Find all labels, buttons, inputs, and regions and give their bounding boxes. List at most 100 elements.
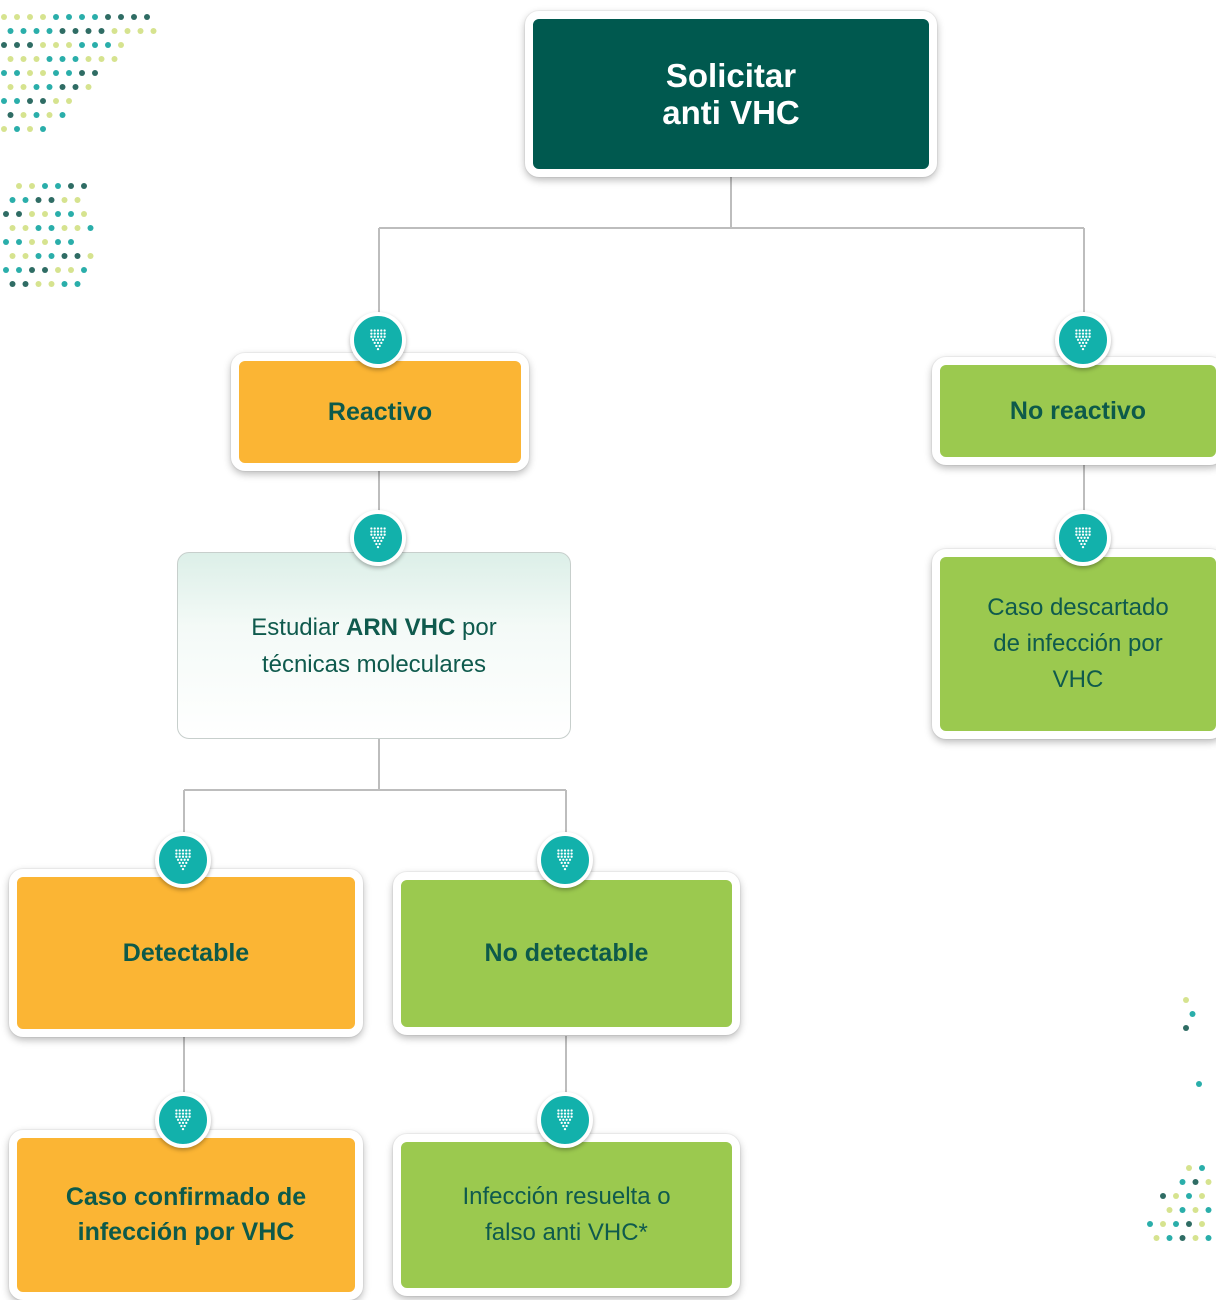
root-line-2: anti VHC: [662, 94, 800, 131]
decor-dot: [150, 28, 157, 34]
decor-dot: [9, 225, 16, 231]
dot-matrix-heart-icon: [350, 312, 406, 368]
decor-dot: [55, 239, 61, 245]
decor-dot: [55, 211, 61, 217]
decor-dot: [35, 197, 42, 203]
decor-dot: [111, 56, 118, 62]
decor-dot: [22, 253, 29, 259]
decor-dot: [48, 281, 55, 287]
confirmed-line-2: infección por VHC: [77, 1218, 295, 1246]
decor-dot: [92, 70, 98, 76]
decor-dot: [111, 28, 118, 34]
decor-dot: [87, 225, 94, 231]
decor-dot: [1183, 997, 1189, 1003]
decor-dot: [48, 197, 55, 203]
detectable-label: Detectable: [122, 938, 250, 967]
decor-dot: [29, 211, 35, 217]
decor-dot: [87, 253, 94, 259]
decor-dot: [9, 197, 16, 203]
decor-dot: [27, 14, 33, 20]
study-pre-text: Estudiar: [251, 613, 346, 641]
decor-dot: [68, 211, 74, 217]
decor-dot: [42, 267, 48, 273]
decor-dot: [48, 225, 55, 231]
decor-dot: [1205, 1235, 1212, 1241]
decor-dot: [59, 84, 66, 90]
decor-dot: [40, 70, 46, 76]
decor-dot: [35, 225, 42, 231]
decor-dot: [16, 239, 22, 245]
decor-dot: [79, 42, 85, 48]
decor-dot: [1205, 1207, 1212, 1213]
decor-dot: [79, 70, 85, 76]
decor-dot: [46, 56, 53, 62]
decor-dot: [105, 42, 111, 48]
decor-dot: [98, 28, 105, 34]
decor-dot: [1173, 1221, 1179, 1227]
decor-dot: [1205, 1179, 1212, 1185]
decor-dot: [1199, 1221, 1205, 1227]
decor-dot: [1173, 1193, 1179, 1199]
decor-dot: [14, 126, 20, 132]
no-reactivo-label: No reactivo: [1009, 396, 1147, 425]
decor-dot: [124, 28, 131, 34]
decor-dot: [27, 42, 33, 48]
decor-dot: [1186, 1165, 1192, 1171]
resolved-infection-node: Infección resuelta o falso anti VHC*: [393, 1134, 740, 1296]
decor-dot: [81, 267, 87, 273]
decor-dot: [40, 98, 46, 104]
decor-dot: [33, 112, 40, 118]
decor-dot: [3, 239, 9, 245]
resolved-line-2: falso anti VHC*: [485, 1219, 648, 1246]
decor-dot: [131, 14, 137, 20]
decor-dot: [1186, 1221, 1192, 1227]
study-line-2: técnicas moleculares: [261, 650, 487, 678]
decor-dot: [29, 239, 35, 245]
decor-dot: [33, 84, 40, 90]
decor-dot: [1183, 1025, 1189, 1031]
confirmed-line-1: Caso confirmado de: [65, 1183, 307, 1211]
decor-dot: [40, 42, 46, 48]
decor-dot: [72, 56, 79, 62]
decor-dot: [7, 56, 14, 62]
discarded-case-node: Caso descartado de infección por VHC: [932, 549, 1216, 739]
decor-dot: [72, 28, 79, 34]
decor-dot: [55, 183, 61, 189]
decor-dot: [9, 281, 16, 287]
decor-dot: [35, 281, 42, 287]
decor-dot: [40, 14, 46, 20]
decor-dot: [1186, 1193, 1192, 1199]
confirmed-case-node: Caso confirmado de infección por VHC: [9, 1130, 363, 1300]
decor-dot: [14, 14, 20, 20]
decor-dot: [53, 70, 59, 76]
decor-dot: [27, 98, 33, 104]
decor-dot: [42, 211, 48, 217]
study-line-1: Estudiar ARN VHC por: [251, 609, 496, 646]
dot-matrix-heart-icon: [1055, 510, 1111, 566]
decor-dot: [79, 14, 85, 20]
decor-dot: [33, 56, 40, 62]
decor-dot: [14, 70, 20, 76]
decor-dot: [53, 98, 59, 104]
decor-dot: [66, 42, 72, 48]
decor-dot: [1179, 1207, 1186, 1213]
decor-dot: [22, 197, 29, 203]
decor-dot: [98, 56, 105, 62]
decor-dot: [1192, 1207, 1199, 1213]
study-bold-text: ARN VHC: [346, 613, 456, 641]
decor-dot: [1, 70, 7, 76]
decor-dot: [46, 84, 53, 90]
decor-dot: [29, 183, 35, 189]
decor-dot: [9, 253, 16, 259]
decor-dot: [20, 84, 27, 90]
decor-dot: [72, 84, 79, 90]
dot-matrix-heart-icon: [537, 832, 593, 888]
decor-dot: [68, 183, 74, 189]
decor-dot: [74, 225, 81, 231]
decor-dot: [85, 56, 92, 62]
decor-dot: [16, 211, 22, 217]
decor-dot: [1196, 1081, 1202, 1087]
decor-dot: [1, 126, 7, 132]
detectable-node: Detectable: [9, 869, 363, 1037]
